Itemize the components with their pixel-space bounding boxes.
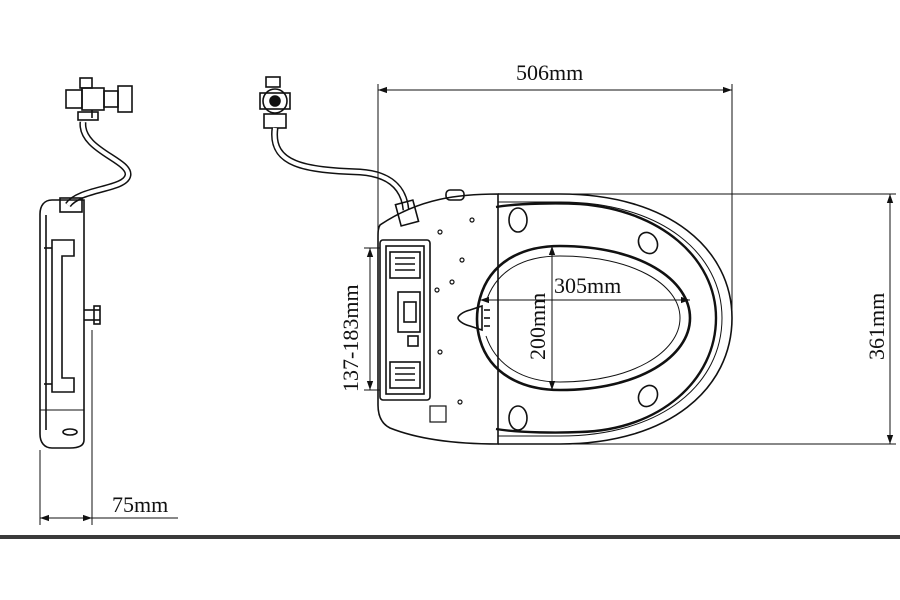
top-valve [259, 76, 291, 129]
bidet-nozzle [457, 304, 483, 332]
dim-137-183: 137-183mm [338, 247, 380, 392]
dim-label-length: 506mm [516, 60, 583, 85]
seat-ring [495, 202, 718, 434]
dim-label-mount-range: 137-183mm [338, 284, 363, 392]
side-seat-body [39, 199, 85, 449]
top-view [259, 76, 733, 445]
bottom-rule [0, 535, 900, 539]
dim-label-thickness: 75mm [112, 492, 168, 517]
dim-label-width: 361mm [864, 293, 889, 360]
dim-506: 506mm [377, 60, 733, 320]
dim-label-opening-length: 305mm [554, 273, 621, 298]
side-view [39, 77, 133, 449]
dim-200: 200mm [525, 246, 556, 390]
dim-361: 361mm [560, 193, 896, 445]
control-panel [379, 239, 431, 401]
dim-label-opening-width: 200mm [525, 293, 550, 360]
seat-opening [475, 244, 692, 392]
dim-75: 75mm [39, 330, 178, 525]
dim-305: 305mm [480, 273, 690, 304]
side-t-valve [65, 77, 133, 121]
seat-body-outline [377, 193, 499, 445]
